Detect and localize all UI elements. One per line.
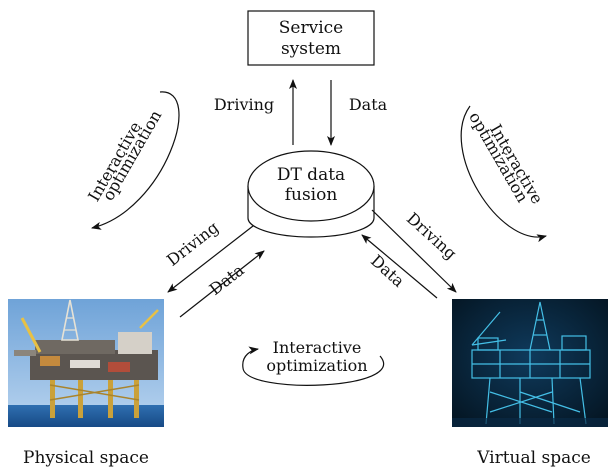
fusion-line2: fusion — [285, 185, 338, 205]
right-loop-arrow — [460, 105, 547, 243]
right-driving-label: Driving — [403, 209, 461, 263]
top-data-label: Data — [349, 95, 388, 114]
physical-space-caption: Physical space — [23, 448, 149, 468]
bottom-loop-arrow — [242, 346, 385, 386]
bottom-optimization-loop: Interactive optimization — [242, 338, 385, 386]
physical-space-image — [8, 299, 164, 427]
bottom-loop-line1: Interactive — [273, 338, 362, 357]
fusion-line1: DT data — [277, 165, 345, 185]
arrow-driving-to-physical — [167, 225, 254, 293]
top-driving-label: Driving — [214, 95, 274, 114]
left-loop-arrow — [91, 91, 180, 230]
service-line1: Service — [279, 18, 343, 38]
arrow-data-to-fusion-left — [179, 250, 265, 318]
service-system-box: Service system — [247, 10, 375, 66]
left-optimization-loop: Interactive optimization — [84, 91, 180, 230]
virtual-space-image — [452, 299, 608, 427]
arrow-data-to-fusion-right — [361, 234, 438, 299]
service-line2: system — [281, 39, 341, 59]
virtual-space-caption: Virtual space — [476, 448, 591, 468]
arrow-driving-to-virtual — [371, 209, 457, 293]
left-data-label: Data — [206, 260, 248, 299]
right-data-label: Data — [367, 251, 409, 291]
left-driving-label: Driving — [163, 218, 222, 270]
dt-data-fusion-cylinder: DT data fusion — [247, 150, 375, 238]
bottom-loop-line2: optimization — [266, 356, 367, 375]
right-optimization-loop: Interactive optimization — [460, 105, 547, 243]
